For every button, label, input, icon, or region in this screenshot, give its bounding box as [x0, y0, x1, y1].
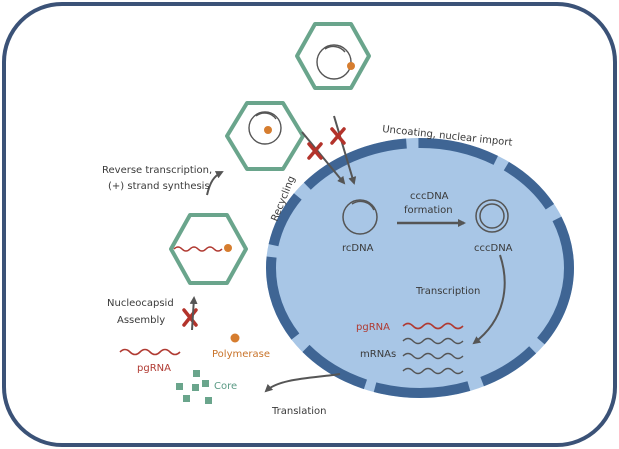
- mrna-wave-3: [402, 367, 464, 375]
- reverse-transcription-label-1: Reverse transcription,: [102, 165, 212, 176]
- polymerase-dot-icon: [230, 333, 240, 343]
- mrna-wave-1: [402, 337, 464, 345]
- rcdna-icon: [342, 199, 378, 235]
- core-label: Core: [214, 381, 237, 392]
- nucleocapsid-assembly-arrow: [189, 296, 198, 331]
- translation-arrow: [264, 373, 341, 393]
- green-square-icon: [205, 397, 212, 404]
- cccdna-formation-label-1: cccDNA: [410, 191, 449, 202]
- red-x-icon: [330, 127, 346, 145]
- pgrna-nucleus-wave: [402, 322, 464, 330]
- green-square-icon: [183, 395, 190, 402]
- core-protein-icons: [176, 370, 212, 404]
- transcription-label: Transcription: [415, 286, 480, 297]
- nucleocapsid-label-1: Nucleocapsid: [107, 298, 174, 309]
- polymerase-dot-icon: [224, 244, 232, 252]
- green-square-icon: [176, 383, 183, 390]
- entry-arrow-1: [301, 131, 346, 185]
- polymerase-dot-icon: [264, 126, 272, 134]
- rcdna-label: rcDNA: [342, 243, 374, 254]
- cccdna-formation-label-2: formation: [404, 205, 453, 216]
- entry-arrow-2: [333, 115, 357, 185]
- mrna-wave-2: [402, 352, 464, 360]
- nucleocapsid-label-2: Assembly: [117, 315, 165, 326]
- green-square-icon: [192, 384, 199, 391]
- transcription-arrow: [472, 254, 506, 345]
- reverse-transcription-arrow: [206, 171, 224, 196]
- nucleocapsid-pgrna: [169, 213, 248, 285]
- virion-capsid-top: [295, 22, 371, 90]
- virion-capsid-mid: [225, 101, 305, 171]
- pgrna-nucleus-label: pgRNA: [356, 322, 390, 333]
- pgrna-cytoplasm-label: pgRNA: [137, 363, 171, 374]
- red-x-icon: [307, 142, 323, 160]
- green-square-icon: [193, 370, 200, 377]
- reverse-transcription-label-2: (+) strand synthesis: [108, 181, 210, 192]
- pgrna-cytoplasm-wave: [119, 348, 181, 356]
- translation-label: Translation: [271, 406, 327, 417]
- polymerase-label: Polymerase: [212, 349, 270, 360]
- polymerase-dot-icon: [347, 62, 355, 70]
- cccdna-label: cccDNA: [474, 243, 513, 254]
- mrnas-label: mRNAs: [360, 349, 396, 360]
- green-square-icon: [202, 380, 209, 387]
- nucleus: [266, 138, 574, 398]
- cccdna-icon: [475, 199, 509, 233]
